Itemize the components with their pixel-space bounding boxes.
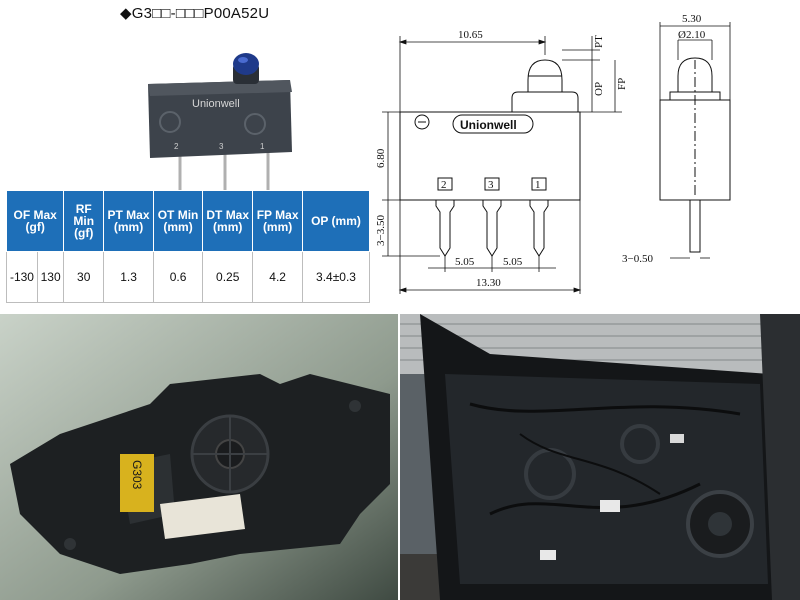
table-cell: 4.2 xyxy=(252,251,303,303)
spec-table-header-row: OF Max (gf) RF Min (gf) PT Max (mm) OT M… xyxy=(5,190,370,252)
dim-height-body: 6.80 xyxy=(375,148,387,168)
spec-header-op: OP (mm) xyxy=(302,190,370,252)
spec-header-pt: PT Max (mm) xyxy=(103,190,154,252)
drawing-terminal-label: 3 xyxy=(488,179,494,191)
spec-header-rf: RF Min (gf) xyxy=(63,190,105,252)
drawing-plunger xyxy=(527,59,563,92)
car-door-photo xyxy=(400,314,800,600)
drawing-brand-outline xyxy=(452,114,534,134)
spec-header-ot: OT Min (mm) xyxy=(152,190,204,252)
product-terminal-label: 2 xyxy=(174,142,179,151)
table-cell: 130 xyxy=(36,251,65,303)
dim-side-width: 5.30 xyxy=(682,13,702,25)
dim-width-bottom: 13.30 xyxy=(476,277,501,289)
connector xyxy=(540,550,556,560)
spec-header-dt: DT Max (mm) xyxy=(202,190,254,252)
spec-header-of: OF Max (gf) xyxy=(5,190,65,252)
table-cell: 30 xyxy=(63,251,105,303)
table-cell: 0.6 xyxy=(152,251,204,303)
drawing-brand: Unionwell xyxy=(460,118,517,132)
housing-white-part xyxy=(160,494,245,539)
dim-op: OP xyxy=(593,82,605,96)
table-cell: -130 xyxy=(6,251,38,303)
table-cell: 1.3 xyxy=(103,251,154,303)
dim-pin-pitch-left: 5.05 xyxy=(455,256,475,268)
spec-header-fp: FP Max (mm) xyxy=(252,190,303,252)
dim-pt: PT xyxy=(593,35,605,48)
connector xyxy=(600,500,620,512)
connector xyxy=(670,434,684,443)
product-body xyxy=(148,80,292,158)
housing-label: G303 xyxy=(130,460,144,490)
dim-pin-length: 3−3.50 xyxy=(375,215,387,246)
product-terminal-label: 1 xyxy=(260,142,265,151)
dim-width-top: 10.65 xyxy=(458,29,483,41)
drawing-front-body xyxy=(399,111,581,201)
technical-drawing: Unionwell 2 3 1 10.65 PT OP FP 6.80 3−3.… xyxy=(375,13,731,294)
product-plunger xyxy=(233,53,259,75)
drawing-actuator-housing xyxy=(511,91,579,112)
table-row: -130 130 30 1.3 0.6 0.25 4.2 3.4±0.3 xyxy=(6,251,370,303)
dim-plunger-dia: Ø2.10 xyxy=(678,29,706,41)
spec-table: OF Max (gf) RF Min (gf) PT Max (mm) OT M… xyxy=(5,190,370,303)
dim-pin-thickness: 3−0.50 xyxy=(622,253,653,265)
page-title: ◆G3□□-□□□P00A52U xyxy=(120,5,270,22)
product-photo: Unionwell 2 3 1 xyxy=(148,53,292,190)
housing-photo: G303 xyxy=(0,314,398,600)
dim-fp: FP xyxy=(616,78,628,90)
drawing-side-plunger xyxy=(677,57,713,92)
table-cell: 0.25 xyxy=(202,251,254,303)
drawing-terminal-label: 2 xyxy=(441,179,447,191)
drawing-mount-hole xyxy=(414,114,430,130)
housing-label-sticker xyxy=(120,454,154,512)
drawing-terminal-label: 1 xyxy=(535,179,541,191)
product-brand: Unionwell xyxy=(192,98,240,110)
dim-pin-pitch-right: 5.05 xyxy=(503,256,523,268)
table-cell: 3.4±0.3 xyxy=(302,251,370,303)
product-terminal-label: 3 xyxy=(219,142,224,151)
